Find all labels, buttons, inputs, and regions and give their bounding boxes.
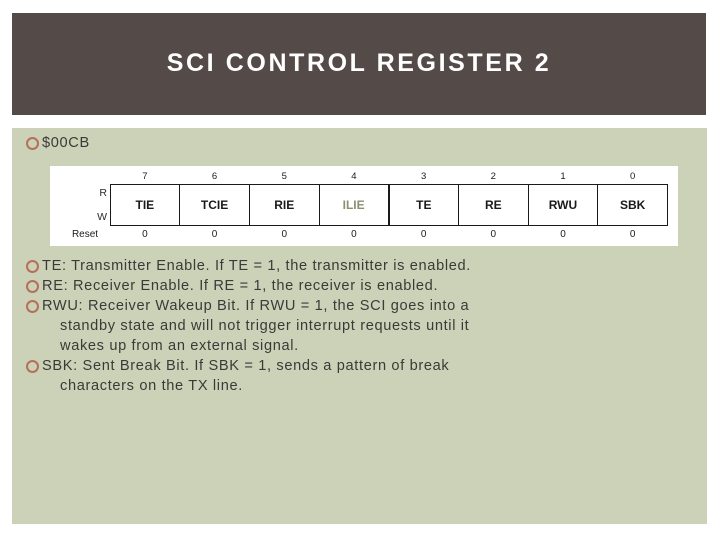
list-item: SBK: Sent Break Bit. If SBK = 1, sends a… <box>12 356 707 396</box>
bit-cell-ilie: ILIE <box>318 184 390 226</box>
register-bit-table: 7 6 5 4 3 2 1 0 R W <box>58 170 668 243</box>
bit-cell-tie: TIE <box>109 184 181 226</box>
reset-value-4: 0 <box>351 229 357 240</box>
description-sbk-line2: characters on the TX line. <box>60 378 243 394</box>
description-te: TE: Transmitter Enable. If TE = 1, the t… <box>41 256 707 276</box>
bit-number-3: 3 <box>420 171 427 182</box>
register-address-label: $00CB <box>42 135 90 151</box>
list-item: RE: Receiver Enable. If RE = 1, the rece… <box>12 276 707 296</box>
reset-value-6: 0 <box>211 229 218 240</box>
description-rwu-line2: standby state and will not trigger inter… <box>60 318 470 334</box>
reset-value-0: 0 <box>629 229 636 240</box>
reset-value-5: 0 <box>281 229 287 240</box>
write-row-label: W <box>97 211 107 223</box>
bitnum-row-spacer <box>58 170 110 185</box>
page-title: SCI CONTROL REGISTER 2 <box>166 49 552 78</box>
read-write-label-cell: R W <box>58 185 110 226</box>
register-diagram-inner: 7 6 5 4 3 2 1 0 R W <box>58 170 668 242</box>
ring-bullet-icon <box>26 280 39 293</box>
slide-body-panel: $00CB 7 6 5 4 3 2 1 0 <box>12 128 707 524</box>
description-rwu: RWU: Receiver Wakeup Bit. If RWU = 1, th… <box>41 296 707 356</box>
reset-value-1: 0 <box>560 229 566 240</box>
description-sbk-line1: SBK: Sent Break Bit. If SBK = 1, sends a… <box>42 358 450 374</box>
ring-bullet-icon <box>26 260 39 273</box>
bit-number-7: 7 <box>142 171 148 182</box>
description-rwu-line1: RWU: Receiver Wakeup Bit. If RWU = 1, th… <box>42 298 470 314</box>
list-item: RWU: Receiver Wakeup Bit. If RWU = 1, th… <box>12 296 707 356</box>
bit-number-1: 1 <box>560 171 566 182</box>
bit-cell-rie: RIE <box>248 184 320 226</box>
bit-number-6: 6 <box>211 171 218 182</box>
list-item: TE: Transmitter Enable. If TE = 1, the t… <box>12 256 707 276</box>
description-te-line1: TE: Transmitter Enable. If TE = 1, the t… <box>42 258 471 274</box>
bit-cell-tcie: TCIE <box>179 184 250 226</box>
bit-number-2: 2 <box>490 171 496 182</box>
slide-title-bar: SCI CONTROL REGISTER 2 <box>12 13 706 115</box>
description-re-line1: RE: Receiver Enable. If RE = 1, the rece… <box>42 278 439 294</box>
bit-cell-te: TE <box>388 184 459 226</box>
read-write-stack: R W <box>58 185 110 225</box>
bit-number-4: 4 <box>351 171 357 182</box>
ring-bullet-icon <box>26 137 39 150</box>
bullet-item-address: $00CB <box>12 133 720 153</box>
table-row-reset-values: Reset 0 0 0 0 0 0 0 0 <box>58 226 668 244</box>
description-sbk: SBK: Sent Break Bit. If SBK = 1, sends a… <box>41 356 707 396</box>
reset-value-2: 0 <box>490 229 497 240</box>
reset-value-3: 0 <box>420 229 427 240</box>
register-diagram-figure: 7 6 5 4 3 2 1 0 R W <box>50 166 678 246</box>
reset-value-7: 0 <box>142 229 148 240</box>
table-row-bit-names: R W TIE TCIE RIE ILIE TE RE RWU SBK <box>58 184 668 226</box>
bit-descriptions-list: TE: Transmitter Enable. If TE = 1, the t… <box>12 256 707 396</box>
bit-number-0: 0 <box>630 171 636 182</box>
bit-cell-sbk: SBK <box>597 184 668 226</box>
ring-bullet-icon <box>26 360 39 373</box>
description-rwu-line3: wakes up from an external signal. <box>60 338 299 354</box>
reset-row-label: Reset <box>71 228 99 240</box>
bit-number-5: 5 <box>281 171 287 182</box>
bit-cell-rwu: RWU <box>527 184 599 226</box>
table-row-bit-numbers: 7 6 5 4 3 2 1 0 <box>58 170 668 185</box>
bit-cell-re: RE <box>457 184 529 226</box>
ring-bullet-icon <box>26 300 39 313</box>
description-re: RE: Receiver Enable. If RE = 1, the rece… <box>41 276 707 296</box>
read-row-label: R <box>99 187 107 199</box>
